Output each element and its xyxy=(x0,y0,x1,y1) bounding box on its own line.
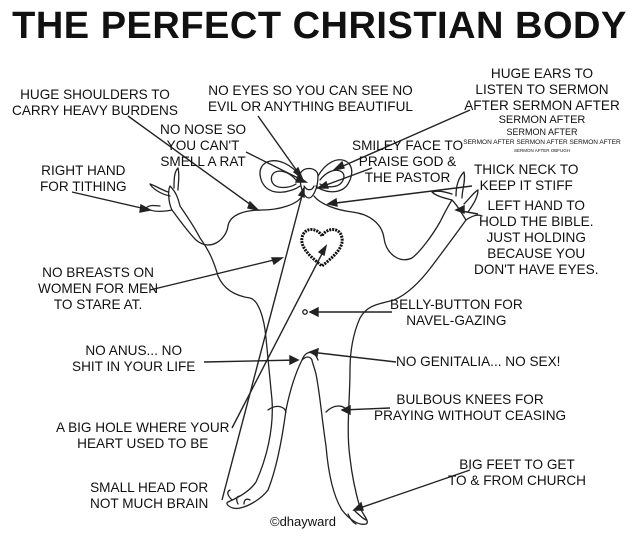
pointer-ears xyxy=(333,109,471,171)
left-ear-outline xyxy=(259,160,301,193)
label-neck: THICK NECK TO KEEP IT STIFF xyxy=(474,162,579,193)
pointer-nose xyxy=(245,151,307,183)
right-hand-fingers xyxy=(145,167,180,212)
label-shoulders: HUGE SHOULDERS TO CARRY HEAVY BURDENS xyxy=(12,87,178,118)
pointer-genitalia xyxy=(309,351,397,363)
pointer-shoulders xyxy=(127,115,259,211)
pointer-neck xyxy=(327,185,473,205)
label-eyes: NO EYES SO YOU CAN SEE NO EVIL OR ANYTHI… xyxy=(208,83,413,114)
label-ears: HUGE EARS TO LISTEN TO SERMON AFTER SERM… xyxy=(463,66,621,153)
belly-button-mark xyxy=(302,309,308,315)
label-right-hand: RIGHT HAND FOR TITHING xyxy=(40,163,127,194)
label-heart: A BIG HOLE WHERE YOUR HEART USED TO BE xyxy=(56,420,230,451)
left-foot-toes xyxy=(227,489,251,505)
pointer-anus xyxy=(203,359,299,363)
label-anus: NO ANUS... NO SHIT IN YOUR LIFE xyxy=(72,343,196,374)
label-left-hand: LEFT HAND TO HOLD THE BIBLE. JUST HOLDIN… xyxy=(474,198,599,277)
pointer-eyes xyxy=(257,115,303,179)
left-hand-fingers xyxy=(431,171,483,221)
copyright-text: ©dhayward xyxy=(270,514,336,529)
pointer-right-hand xyxy=(71,191,151,211)
diagram-title: THE PERFECT CHRISTIAN BODY xyxy=(12,5,627,47)
label-breasts: NO BREASTS ON WOMEN FOR MEN TO STARE AT. xyxy=(38,265,159,312)
label-nose: NO NOSE SO YOU CAN'T SMELL A RAT xyxy=(160,122,247,169)
smiley-mouth xyxy=(303,185,315,191)
heart-shape xyxy=(300,228,344,268)
label-genitalia: NO GENITALIA... NO SEX! xyxy=(396,354,561,369)
pointer-breasts xyxy=(149,257,283,291)
body-left-outline xyxy=(168,185,313,510)
right-ear-outline xyxy=(315,159,353,193)
left-ear-inner xyxy=(270,170,297,189)
label-smiley: SMILEY FACE TO PRAISE GOD & THE PASTOR xyxy=(352,138,464,185)
label-head: SMALL HEAD FOR NOT MUCH BRAIN xyxy=(90,480,209,511)
label-knees: BULBOUS KNEES FOR PRAYING WITHOUT CEASIN… xyxy=(374,392,567,423)
pointer-feet xyxy=(353,469,471,511)
left-knee xyxy=(267,405,287,413)
body-right-outline xyxy=(311,195,467,525)
label-feet: BIG FEET TO GET TO & FROM CHURCH xyxy=(448,457,586,488)
label-belly-button: BELLY-BUTTON FOR NAVEL-GAZING xyxy=(390,297,523,328)
right-foot-toes xyxy=(347,509,367,525)
pointer-heart xyxy=(231,245,327,429)
pointer-head xyxy=(221,187,305,501)
